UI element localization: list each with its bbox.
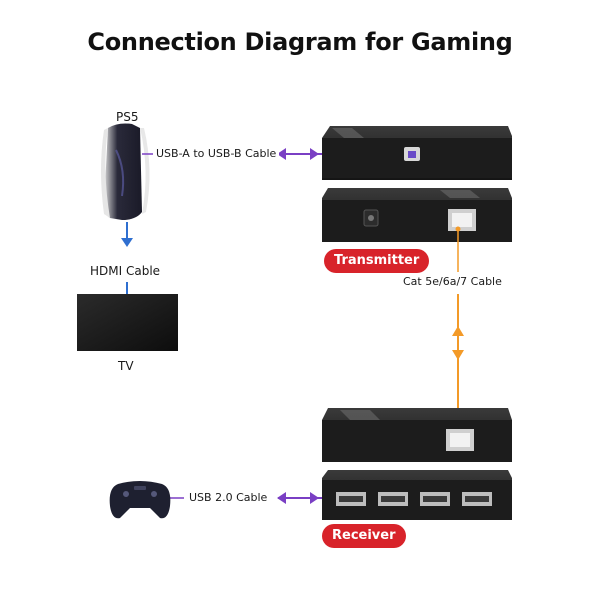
transmitter-badge: Transmitter xyxy=(324,249,430,273)
page-title: Connection Diagram for Gaming xyxy=(87,28,513,56)
rj45-port-icon xyxy=(448,209,476,232)
usb2-arrow xyxy=(170,492,322,504)
transmitter-back-unit xyxy=(322,126,512,180)
tv-icon xyxy=(77,294,178,351)
usb2-cable-label: USB 2.0 Cable xyxy=(186,491,271,504)
receiver-badge: Receiver xyxy=(322,524,406,548)
cat-cable-arrow xyxy=(452,229,464,443)
usb-ab-cable-label: USB-A to USB-B Cable xyxy=(153,147,280,160)
usb-ab-arrow xyxy=(142,148,322,160)
usb-a-port-icon xyxy=(420,492,450,506)
rj45-port-icon xyxy=(446,429,474,451)
usb-a-port-icon xyxy=(378,492,408,506)
usb-a-port-icon xyxy=(336,492,366,506)
tv-label: TV xyxy=(118,359,134,373)
receiver-back-unit xyxy=(322,408,512,462)
transmitter-front-unit xyxy=(322,188,512,242)
cat-cable-label: Cat 5e/6a/7 Cable xyxy=(400,275,505,288)
hdmi-arrow xyxy=(121,222,133,294)
hdmi-cable-label: HDMI Cable xyxy=(90,264,161,278)
usb-a-port-icon xyxy=(462,492,492,506)
gamepad-icon xyxy=(109,481,171,519)
ps5-label: PS5 xyxy=(116,110,139,124)
receiver-front-unit xyxy=(322,470,512,520)
usb-b-port-icon xyxy=(404,147,420,161)
ps5-console-icon xyxy=(101,123,150,220)
dc-power-jack-icon xyxy=(363,209,379,227)
